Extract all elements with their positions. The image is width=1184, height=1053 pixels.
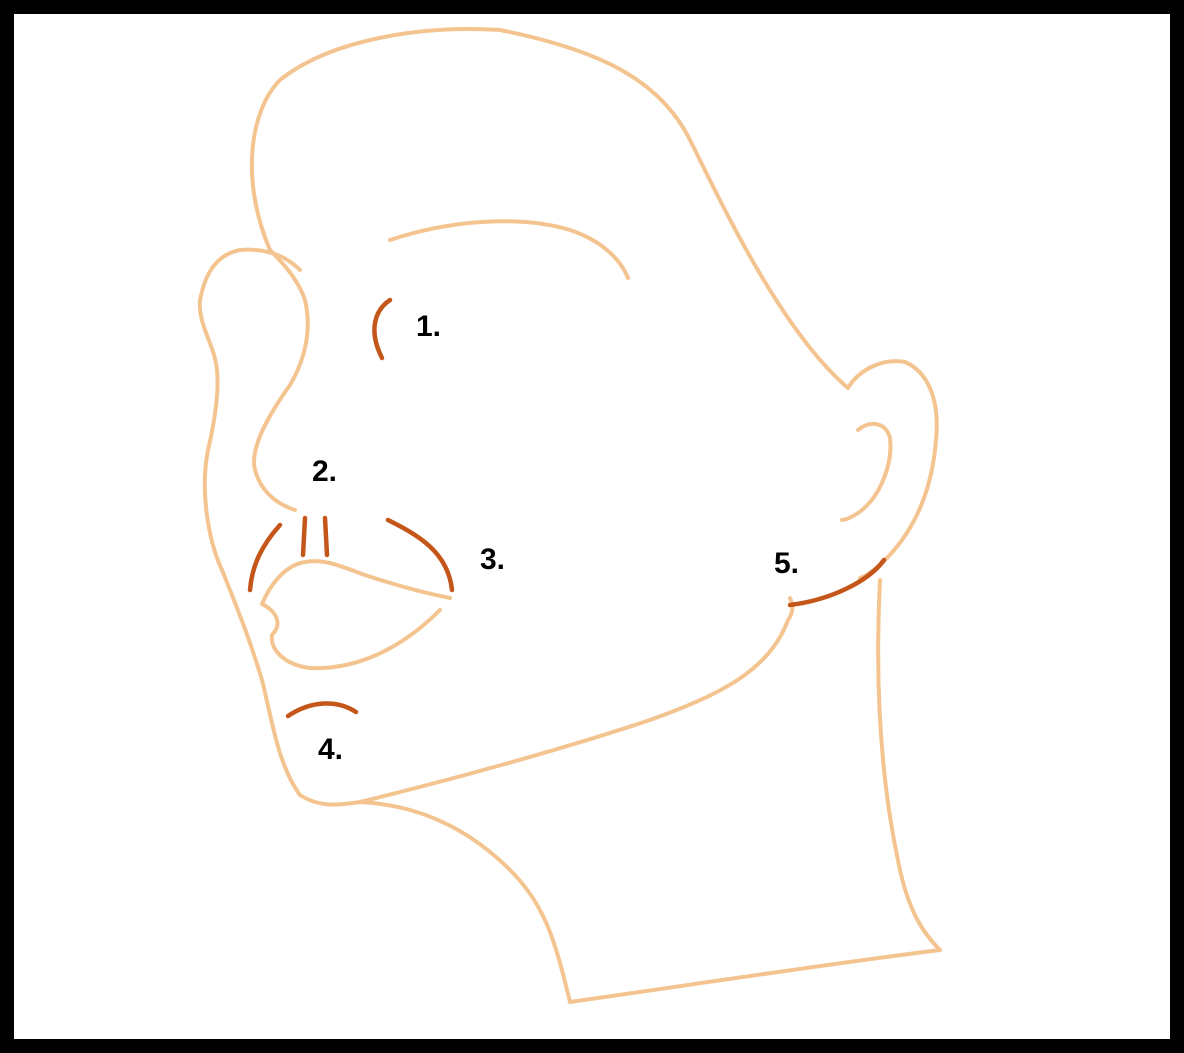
neck-base-outline [570, 950, 940, 1002]
upper-lip-outline [262, 561, 450, 604]
nose-outline [254, 300, 308, 510]
marker-1-arc [374, 300, 390, 358]
eyebrow-outline [390, 221, 628, 278]
neck-front-outline [360, 802, 570, 1002]
label-3: 3. [480, 545, 505, 575]
lower-lip-outline [262, 604, 440, 668]
label-2: 2. [312, 457, 337, 487]
label-1: 1. [416, 312, 441, 342]
marker-2-line-left [303, 518, 305, 555]
marker-2-line-right [325, 518, 327, 555]
head-outline [252, 29, 848, 388]
label-4: 4. [318, 735, 343, 765]
marker-5-arc [790, 560, 884, 605]
label-5: 5. [774, 549, 799, 579]
marker-3-arc [388, 520, 452, 590]
ear-outline [848, 361, 937, 578]
neck-back-outline [878, 580, 940, 950]
jaw-outline [360, 598, 792, 802]
marker-4-arc [288, 703, 356, 716]
ear-inner-outline [842, 424, 890, 520]
